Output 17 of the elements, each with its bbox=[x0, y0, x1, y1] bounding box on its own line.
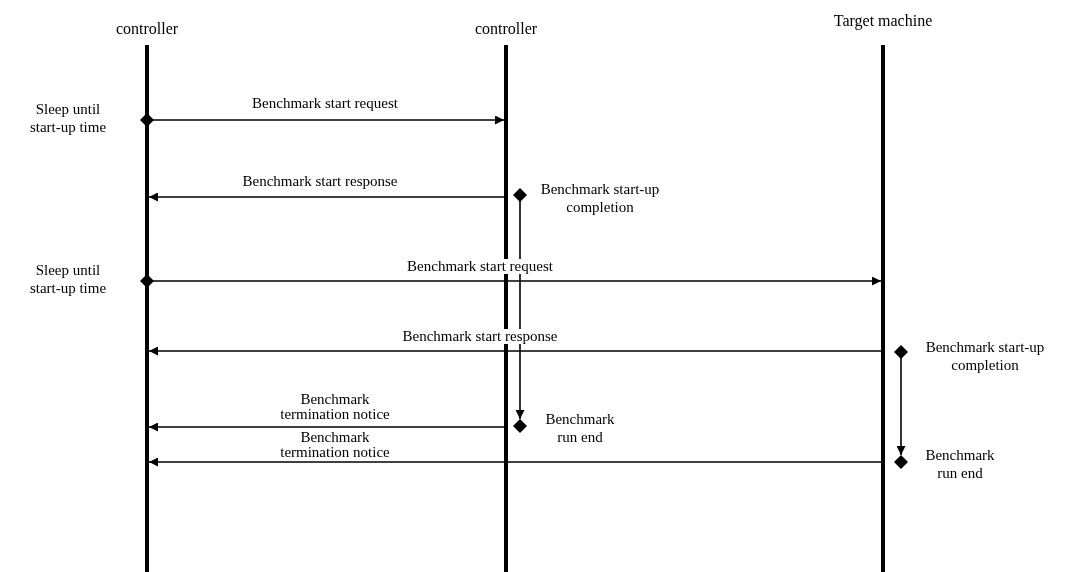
message-arrow bbox=[896, 357, 906, 456]
message-arrow bbox=[148, 457, 882, 467]
event-label: Sleep until start-up time bbox=[28, 261, 108, 297]
event-label: Benchmark start-up completion bbox=[539, 180, 661, 216]
lifeline-header: Target machine bbox=[833, 12, 933, 30]
event-label: Sleep until start-up time bbox=[28, 100, 108, 136]
message-arrow bbox=[152, 115, 505, 125]
lifeline-header: controller bbox=[474, 20, 538, 38]
message-arrow bbox=[148, 422, 505, 432]
message-arrow bbox=[148, 192, 505, 202]
message-arrow bbox=[148, 346, 882, 356]
message-arrow bbox=[515, 200, 525, 420]
message-arrow bbox=[152, 276, 882, 286]
lifeline-header: controller bbox=[115, 20, 179, 38]
event-label: Benchmark run end bbox=[924, 446, 996, 482]
event-label: Benchmark start-up completion bbox=[924, 338, 1046, 374]
event-label: Benchmark run end bbox=[544, 410, 616, 446]
